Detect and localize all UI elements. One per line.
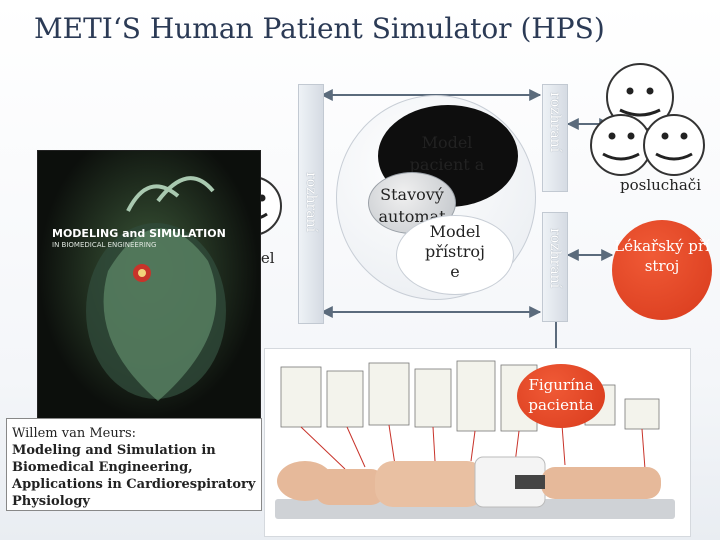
model-device-label: Model přístroj e bbox=[425, 222, 485, 281]
medical-device-ellipse bbox=[612, 220, 712, 320]
book-cover-title: MODELING and SIMULATION bbox=[52, 227, 226, 240]
page-title: METI‘S Human Patient Simulator (HPS) bbox=[34, 12, 605, 45]
model-device-ellipse bbox=[396, 215, 514, 295]
interface-bar-right-bottom bbox=[542, 212, 568, 322]
book-title-line4: Physiology bbox=[12, 494, 90, 509]
book-title-line3: Applications in Cardiorespiratory bbox=[12, 477, 256, 492]
model-patient-label: Model pacient a bbox=[409, 133, 485, 174]
interface-label-right-top: rozhraní bbox=[547, 92, 563, 153]
mannequin-label: Figurína pacienta bbox=[528, 376, 594, 414]
mannequin-ellipse bbox=[517, 364, 605, 428]
interface-bar-left bbox=[298, 84, 324, 324]
book-title-line1: Modeling and Simulation in bbox=[12, 443, 216, 458]
listeners-smileys-icon bbox=[590, 63, 705, 176]
book-caption: Willem van Meurs: Modeling and Simulatio… bbox=[6, 418, 262, 511]
interface-label-right-bottom: rozhraní bbox=[547, 228, 563, 289]
heart-image bbox=[86, 176, 226, 401]
book-title-line2: Biomedical Engineering, bbox=[12, 460, 193, 475]
listeners-label: posluchači bbox=[620, 176, 701, 194]
book-cover-subtitle: IN BIOMEDICAL ENGINEERING bbox=[52, 241, 157, 249]
book-cover: MODELING and SIMULATION IN BIOMEDICAL EN… bbox=[37, 150, 261, 420]
interface-label-left: rozhraní bbox=[303, 172, 319, 233]
mannequin-image bbox=[264, 348, 691, 537]
medical-device-label: Lékařský přístroj bbox=[614, 237, 710, 275]
interface-bar-right-top bbox=[542, 84, 568, 192]
mannequin-figure bbox=[275, 360, 675, 519]
book-author: Willem van Meurs: bbox=[12, 426, 137, 441]
